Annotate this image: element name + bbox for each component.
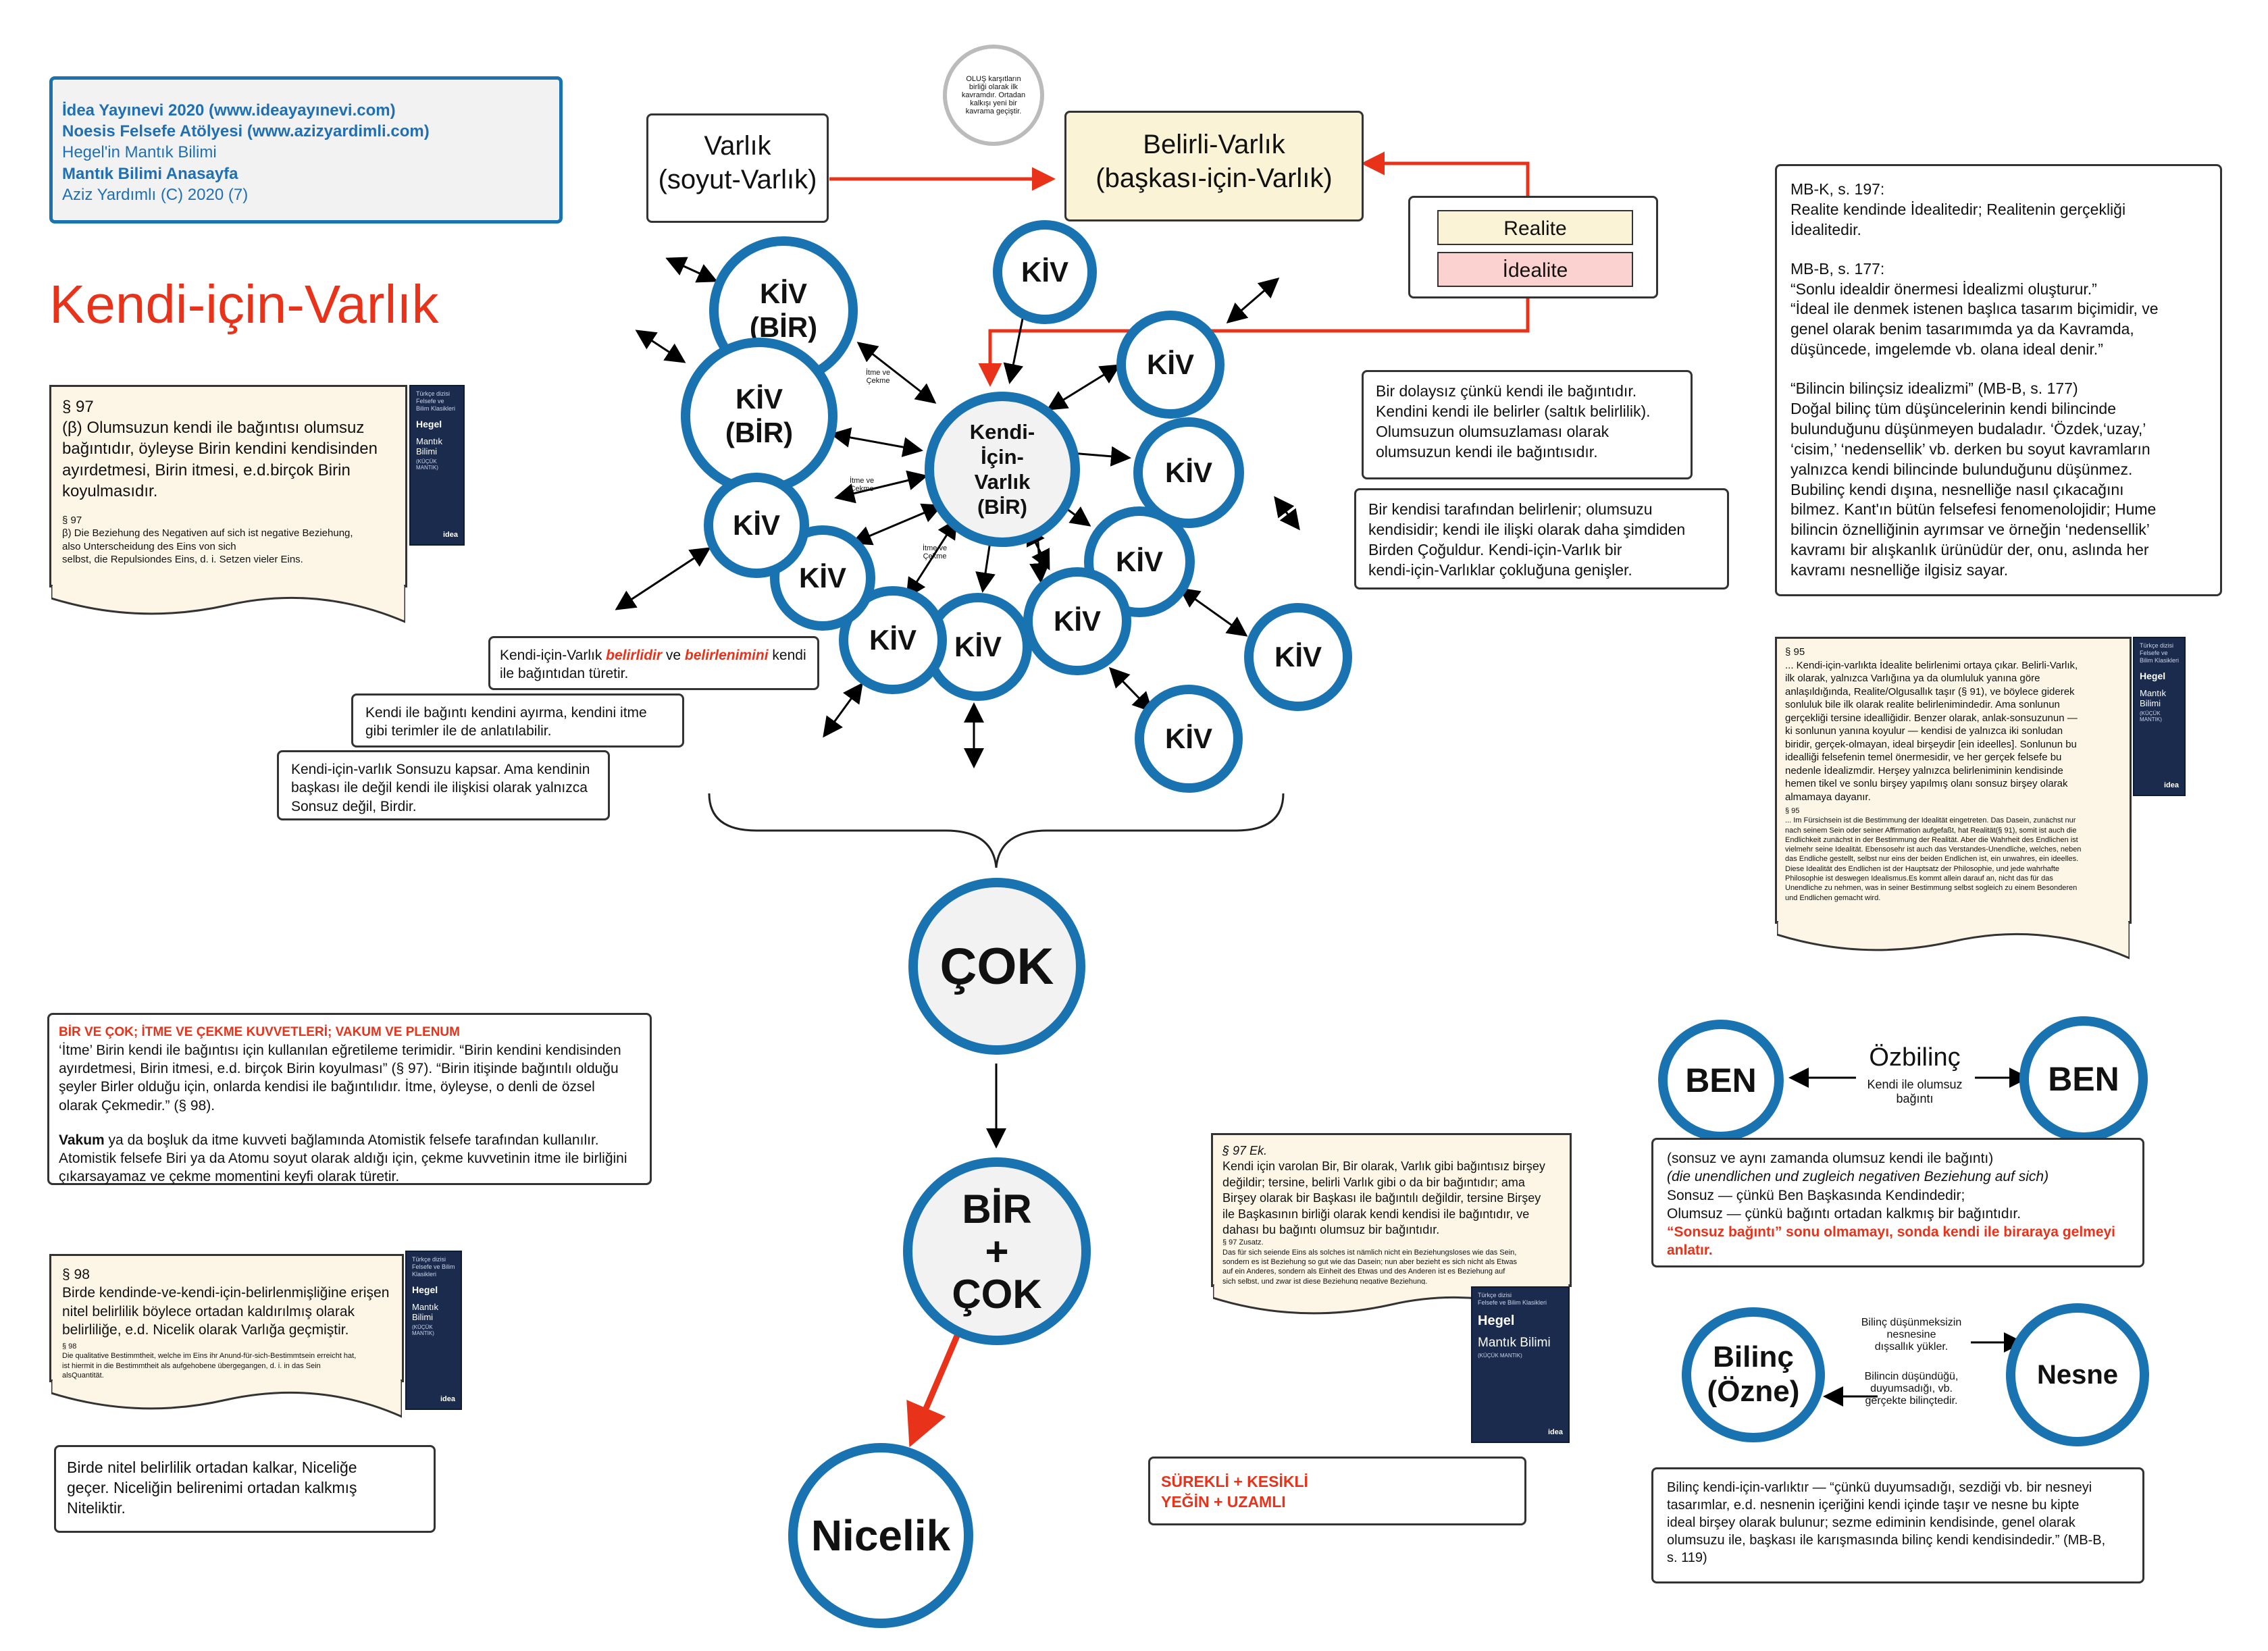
noesis-link[interactable]: Noesis Felsefe Atölyesi (www.azizyardiml… (62, 122, 430, 141)
ben-left-circle: BEN (1658, 1020, 1784, 1141)
bilinc-bottom-label: Bilincin düşündüğü, duyumsadığı, vb. ger… (1864, 1371, 1959, 1407)
belirli-varlik-box: Belirli-Varlık (başkası-için-Varlık) (1064, 111, 1364, 221)
page-title: Kendi-için-Varlık (49, 274, 439, 334)
mbk-p3: “Bilincin bilinçsiz idealizmi” (MB-B, s.… (1790, 379, 2157, 579)
bilinc-note-box: Bilinç kendi-için-varlıktır — “çünkü duy… (1651, 1467, 2144, 1583)
nicelik-circle: Nicelik (788, 1443, 973, 1628)
nesne-circle: Nesne (2006, 1303, 2149, 1446)
publisher-link[interactable]: İdea Yayınevi 2020 (www.ideayayınevi.com… (62, 101, 396, 120)
center-kiv-circle: Kendi- İçin- Varlık (BİR) (925, 392, 1080, 547)
caption-belirli: Kendi-için-Varlık belirlidir ve belirlen… (488, 636, 819, 690)
mbk-p2: MB-B, s. 177: “Sonlu idealdir önermesi İ… (1790, 259, 2159, 359)
note-95: § 95 ... Kendi-için-varlıkta İdealite be… (1775, 637, 2132, 960)
itme-label: İtme ve Çekme (850, 477, 875, 493)
note-98: § 98 Birde kendinde-ve-kendi-için-belirl… (49, 1254, 404, 1418)
book-cover: Türkçe dizisi Felsefe ve Bilim Klasikler… (409, 385, 465, 546)
info-box: İdea Yayınevi 2020 (www.ideayayınevi.com… (49, 76, 563, 224)
bilinc-top-label: Bilinç düşünmeksizin nesnesine dışsallık… (1861, 1317, 1962, 1353)
birde-box: Birde nitel belirlilik ortadan kalkar, N… (54, 1445, 436, 1533)
note-95-german: § 95 ... Im Fürsichsein ist die Bestimmu… (1785, 807, 2082, 902)
note-97-ek-body: Kendi için varolan Bir, Bir olarak, Varl… (1222, 1159, 1545, 1236)
ozbilinc-sub: Kendi ile olumsuz bağıntı (1867, 1078, 1963, 1105)
itme-label: İtme ve Çekme (866, 369, 891, 385)
ben-right-circle: BEN (2019, 1016, 2148, 1142)
note-97-ek-german: § 97 Zusatz. Das für sich seiende Eins a… (1222, 1238, 1517, 1286)
brace (708, 793, 1285, 868)
ozbilinc-label: Özbilinç (1869, 1043, 1961, 1072)
kiv-circle: KİV (1116, 311, 1225, 419)
itme-label: İtme ve Çekme (923, 544, 948, 560)
mbk-p1: MB-K, s. 197: Realite kendinde İdealited… (1790, 180, 2126, 238)
copyright: Aziz Yardımlı (C) 2020 (7) (62, 185, 249, 204)
realite-label: Realite (1437, 210, 1633, 245)
arrow-realite-to-belirli (1361, 151, 1530, 203)
itme-cekme-heading: BİR VE ÇOK; İTME VE ÇEKME KUVVETLERİ; VA… (59, 1025, 460, 1039)
surekli-box: SÜREKLİ + KESİKLİ YEĞİN + UZAMLI (1148, 1457, 1526, 1525)
note-98-body: Birde kendinde-ve-kendi-için-belirlenmiş… (62, 1285, 390, 1338)
bilinc-circle: Bilinç (Özne) (1682, 1307, 1825, 1442)
book-cover: Türkçe dizisi Felsefe ve Bilim Klasikler… (2133, 637, 2186, 796)
book-cover: Türkçe dizisi Felsefe ve Bilim Klasikler… (405, 1251, 462, 1410)
home-link[interactable]: Mantık Bilimi Anasayfa (62, 164, 238, 183)
caption-ayirma: Kendi ile bağıntı kendini ayırma, kendin… (351, 693, 684, 748)
kiv-circle: KİV (704, 473, 809, 578)
bir-belirlenir-box: Bir kendisi tarafından belirlenir; olums… (1354, 488, 1729, 589)
note-95-turkish: § 95 ... Kendi-için-varlıkta İdealite be… (1785, 646, 2078, 803)
note-97-ek: § 97 Ek. Kendi için varolan Bir, Bir ola… (1211, 1133, 1572, 1323)
kiv-circle: KİV (1023, 567, 1131, 675)
bir-dolaysiz-box: Bir dolaysız çünkü kendi ile bağıntıdır.… (1362, 370, 1693, 479)
itme-cekme-box: BİR VE ÇOK; İTME VE ÇEKME KUVVETLERİ; VA… (47, 1013, 652, 1185)
arrow-idealite-to-center (978, 287, 1530, 387)
varlik-box: Varlık (soyut-Varlık) (646, 113, 829, 223)
note-97-head: § 97 (62, 398, 94, 416)
itme-cekme-body: ‘İtme’ Birin kendi ile bağıntısı için ku… (59, 1042, 621, 1113)
caption-sonsuz: Kendi-için-varlık Sonsuzu kapsar. Ama ke… (277, 750, 610, 820)
note-97-body: (β) Olumsuzun kendi ile bağıntısı olumsu… (62, 419, 378, 500)
mbk-box: MB-K, s. 197: Realite kendinde İdealited… (1775, 164, 2222, 596)
book-cover: Türkçe dizisi Felsefe ve Bilim Klasikler… (1471, 1286, 1570, 1443)
kiv-circle: KİV (993, 220, 1097, 324)
cok-circle: ÇOK (908, 878, 1085, 1055)
hegel-link[interactable]: Hegel'in Mantık Bilimi (62, 143, 217, 162)
kiv-arrows (615, 257, 1300, 768)
bir-cok-circle: BİR + ÇOK (903, 1157, 1091, 1345)
kiv-bir-circle: KİV (BİR) (681, 338, 837, 494)
note-97-german: § 97 β) Die Beziehung des Negativen auf … (62, 514, 353, 566)
sonsuz-box: (sonsuz ve aynı zamanda olumsuz kendi il… (1651, 1138, 2144, 1267)
note-97: § 97 (β) Olumsuzun kendi ile bağıntısı o… (49, 385, 407, 623)
kiv-circle: KİV (1135, 685, 1243, 793)
olus-note-circle: OLUŞ karşıtların birliği olarak ilk kavr… (943, 45, 1044, 146)
kiv-circle: KİV (1244, 603, 1352, 711)
note-98-german: § 98 Die qualitative Bestimmtheit, welch… (62, 1342, 357, 1380)
idealite-label: İdealite (1437, 252, 1633, 287)
realite-idealite-box: Realite İdealite (1408, 196, 1658, 298)
